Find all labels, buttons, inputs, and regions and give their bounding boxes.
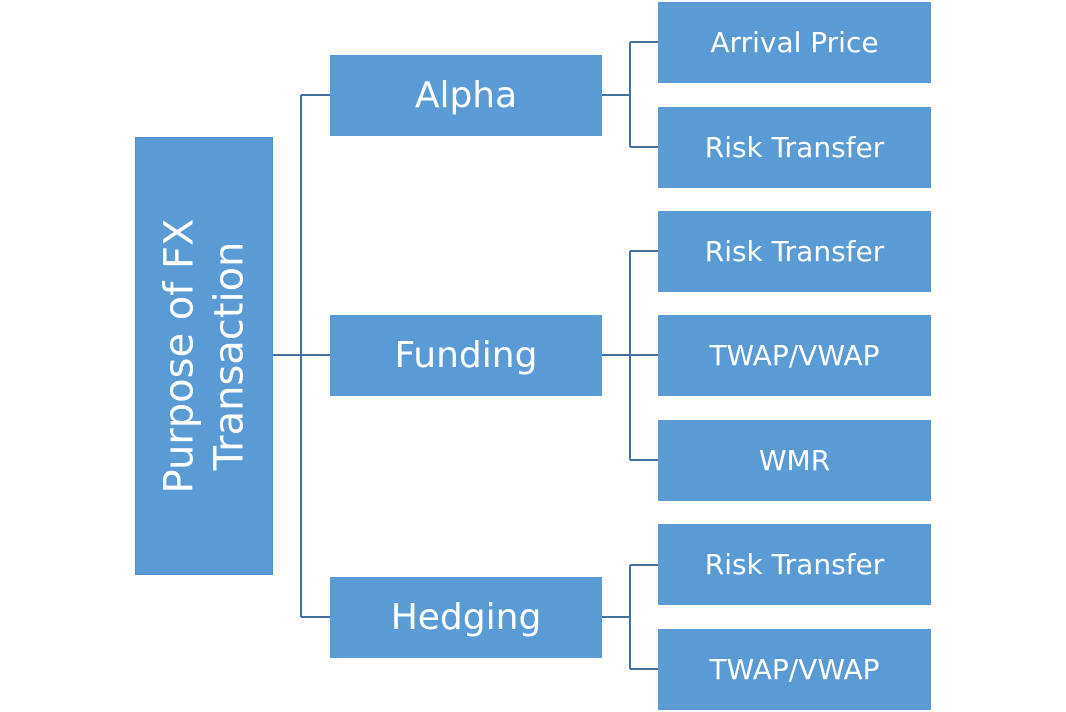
- leaf-node-funding-risk-transfer: Risk Transfer: [658, 211, 931, 292]
- leaf-node-hedging-twap-vwap: TWAP/VWAP: [658, 629, 931, 710]
- root-label-line-2: Transaction: [206, 241, 253, 471]
- root-label: Purpose of FX Transaction: [154, 219, 254, 494]
- leaf-node-alpha-risk-transfer: Risk Transfer: [658, 107, 931, 188]
- leaf-node-hedging-risk-transfer: Risk Transfer: [658, 524, 931, 605]
- branch-node-hedging: Hedging: [330, 577, 602, 658]
- leaf-node-funding-wmr: WMR: [658, 420, 931, 501]
- leaf-node-funding-twap-vwap: TWAP/VWAP: [658, 315, 931, 396]
- root-node: Purpose of FX Transaction: [135, 137, 273, 575]
- leaf-node-alpha-arrival-price: Arrival Price: [658, 2, 931, 83]
- root-label-line-1: Purpose of FX: [156, 218, 203, 494]
- branch-node-alpha: Alpha: [330, 55, 602, 136]
- branch-node-funding: Funding: [330, 315, 602, 396]
